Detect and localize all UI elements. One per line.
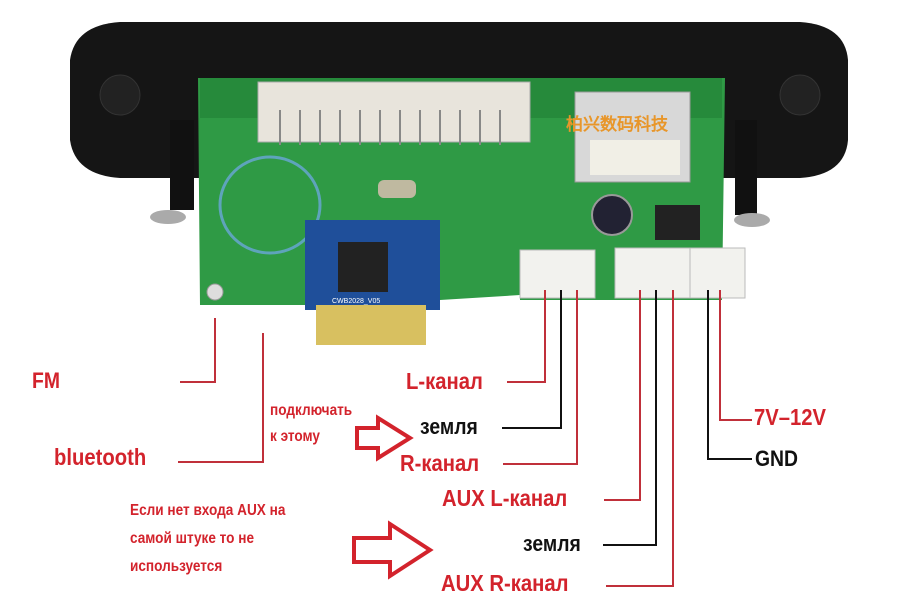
label-gnd: GND xyxy=(755,446,799,471)
gnd-line xyxy=(707,290,752,460)
note-connect-2: к этому xyxy=(270,428,320,445)
ground2-line xyxy=(603,290,657,546)
l-channel-line xyxy=(507,290,546,383)
aux-l-line xyxy=(604,290,641,501)
arrow-right-icon xyxy=(352,520,434,580)
r-channel-line xyxy=(503,290,578,465)
label-aux-l: AUX L-канал xyxy=(442,485,568,511)
connector-power xyxy=(689,247,746,299)
label-r-channel: R-канал xyxy=(400,450,480,476)
bluetooth-line xyxy=(178,333,264,463)
label-fm: FM xyxy=(32,368,60,393)
qc-stamp xyxy=(218,155,322,255)
note-aux-3: используется xyxy=(130,558,223,575)
note-aux-2: самой штуке то не xyxy=(130,530,255,547)
note-connect-1: подключать xyxy=(270,402,353,419)
label-aux-r: AUX R-канал xyxy=(441,570,569,596)
fm-line xyxy=(180,318,216,383)
label-ground-2: земля xyxy=(523,531,581,556)
ribbon-connector xyxy=(257,81,531,143)
module-label: CWB2028_V05 xyxy=(332,298,380,305)
label-ground-1: земля xyxy=(420,414,478,439)
label-power: 7V–12V xyxy=(754,404,827,430)
connector-audio-out xyxy=(519,249,596,299)
panel-screw-left xyxy=(99,74,141,116)
arrow-right-icon xyxy=(355,414,414,462)
maker-label: 柏兴数码科技 xyxy=(566,114,669,135)
label-l-channel: L-канал xyxy=(406,368,483,394)
aux-r-line xyxy=(606,290,674,587)
label-bluetooth: bluetooth xyxy=(54,444,147,470)
power-line xyxy=(719,290,752,421)
connector-aux-in xyxy=(614,247,691,299)
panel-screw-right xyxy=(779,74,821,116)
bt-antenna xyxy=(316,305,426,345)
note-aux-1: Если нет входа AUX на xyxy=(130,502,286,519)
ground1-line xyxy=(502,290,562,429)
